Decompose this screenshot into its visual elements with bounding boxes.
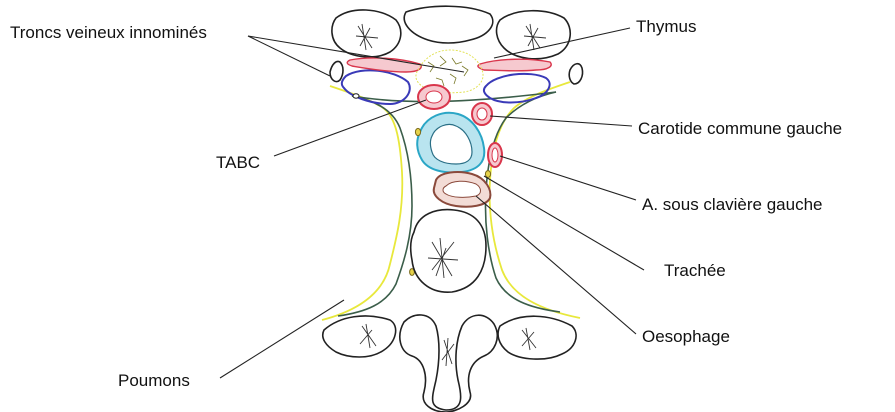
- vertebra: [411, 210, 486, 293]
- subclavian-artery: [488, 143, 502, 167]
- carotide-label: Carotide commune gauche: [638, 119, 842, 138]
- thymus-texture: [428, 56, 468, 86]
- carotide-leader-line: [490, 116, 632, 126]
- nerve-node-1: [415, 128, 420, 135]
- nerve-node-2: [485, 171, 490, 178]
- troncs-leader-line-1: [248, 36, 330, 76]
- right-lower-rib: [498, 316, 576, 359]
- spinous-process: [400, 315, 497, 412]
- lower-bones: [323, 315, 576, 412]
- right-clavicle-bone: [497, 11, 571, 59]
- thymus-label: Thymus: [636, 17, 696, 36]
- sous-claviere-leader-line: [500, 156, 636, 200]
- right-rib-bone: [569, 64, 582, 84]
- sous-claviere-label: A. sous clavière gauche: [642, 195, 823, 214]
- left-lower-rib: [323, 316, 396, 357]
- oesophage-label: Oesophage: [642, 327, 730, 346]
- carotid-artery: [472, 103, 492, 125]
- left-pleura-line: [322, 86, 402, 320]
- left-rib-bone: [330, 61, 343, 81]
- tabc-label: TABC: [216, 153, 260, 172]
- tabc-artery: [418, 85, 450, 109]
- upper-bones: [330, 6, 583, 84]
- right-superficial-artery: [478, 59, 551, 71]
- left-superficial-artery: [347, 58, 421, 72]
- tabc-lumen: [426, 91, 442, 103]
- spinous-process-hatch: [442, 338, 454, 366]
- nerve-node-5: [353, 94, 359, 98]
- sternum-bone: [404, 6, 493, 43]
- vertebral-body: [411, 210, 486, 293]
- right-mediastinal-border: [485, 92, 560, 312]
- trachee-label: Trachée: [664, 261, 726, 280]
- oesophagus-lumen: [443, 181, 481, 197]
- carotid-lumen: [477, 108, 487, 120]
- tabc-leader-line: [274, 100, 426, 156]
- poumons-label: Poumons: [118, 371, 190, 390]
- troncs-label: Troncs veineux innominés: [10, 23, 207, 42]
- subclavian-lumen: [492, 148, 498, 162]
